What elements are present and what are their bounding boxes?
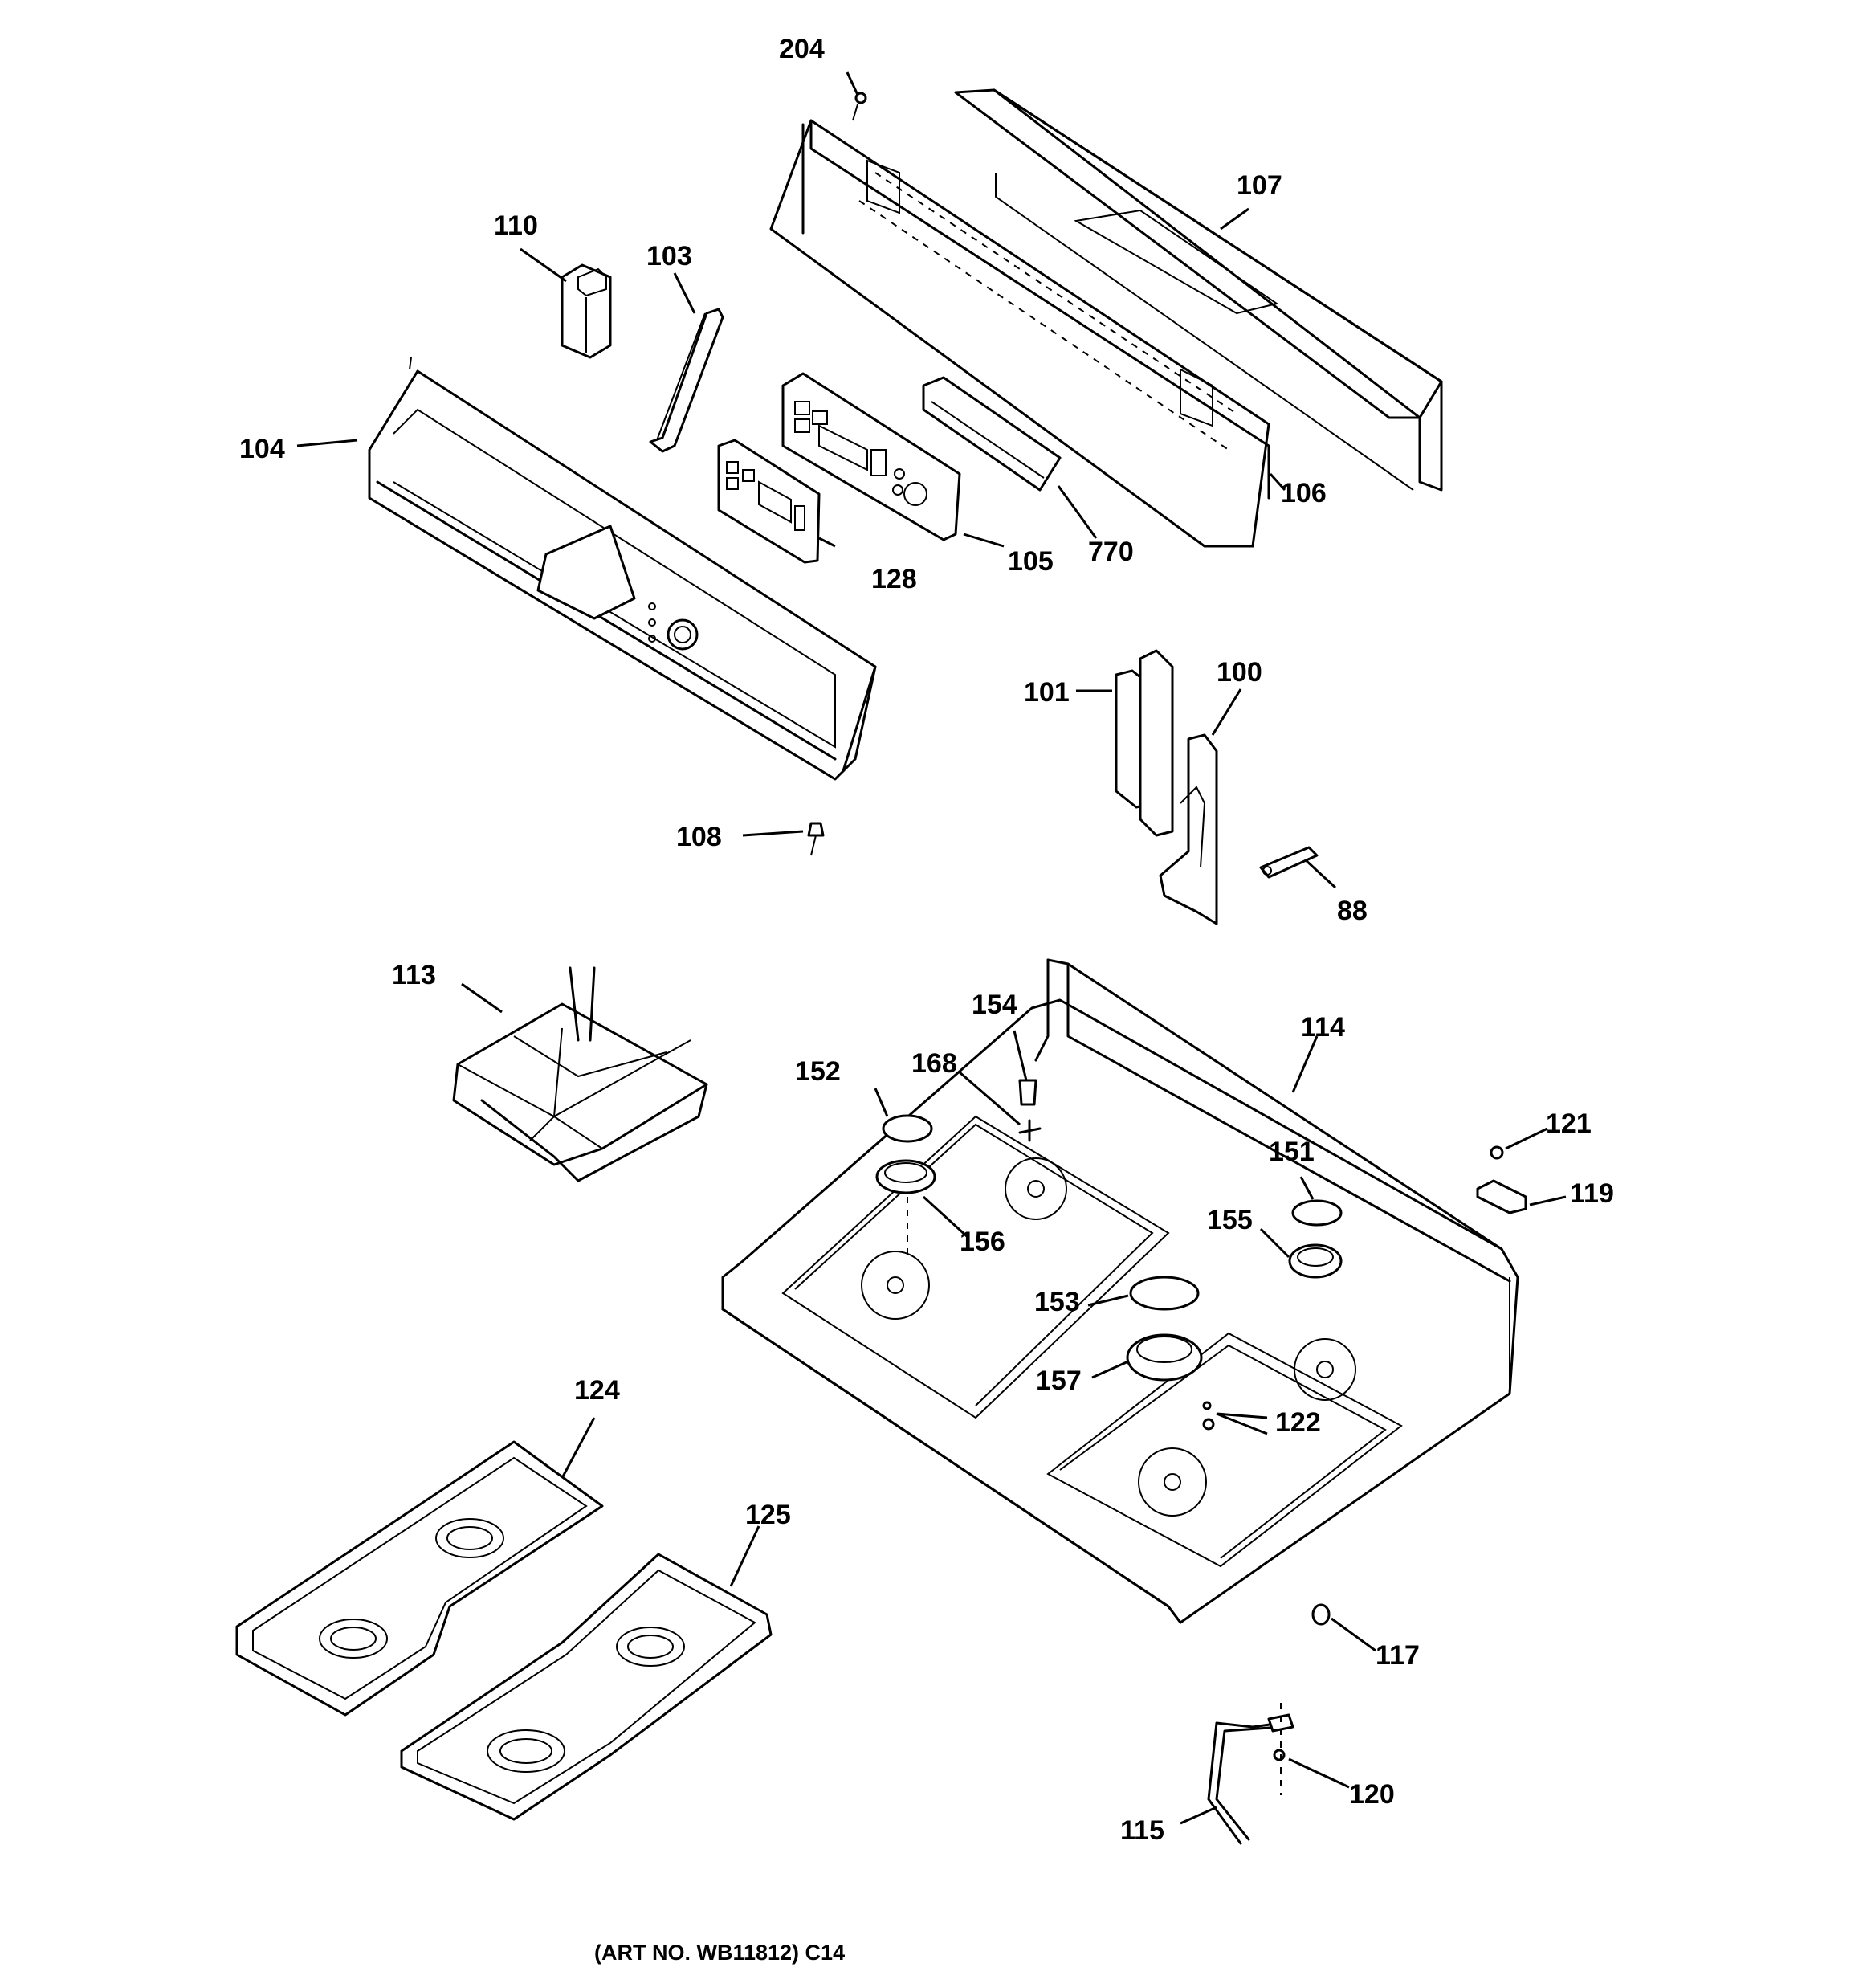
part-122-screws — [1202, 1401, 1215, 1431]
label-101: 101 — [1024, 677, 1070, 708]
label-119: 119 — [1570, 1178, 1614, 1209]
label-88: 88 — [1337, 896, 1368, 926]
label-114: 114 — [1301, 1012, 1345, 1043]
part-101-bracket — [1115, 649, 1174, 837]
part-151-burner-cap — [1291, 1199, 1343, 1227]
label-110: 110 — [494, 210, 538, 241]
label-156: 156 — [960, 1227, 1005, 1257]
label-204: 204 — [779, 34, 825, 64]
label-100: 100 — [1217, 657, 1262, 688]
part-100-side-trim — [1159, 733, 1218, 925]
part-113-grate — [452, 966, 708, 1182]
label-117: 117 — [1376, 1640, 1420, 1671]
leader-lines — [296, 71, 1567, 1825]
label-121: 121 — [1546, 1108, 1592, 1139]
part-119-bracket — [1476, 1179, 1527, 1214]
part-128-keypad — [717, 439, 821, 564]
label-151: 151 — [1269, 1137, 1315, 1167]
label-153: 153 — [1034, 1287, 1080, 1317]
part-107-top-trim — [954, 88, 1443, 492]
part-117-nut — [1311, 1603, 1331, 1626]
part-204-screw — [852, 92, 867, 121]
part-114-cooktop — [721, 958, 1519, 1624]
label-105: 105 — [1008, 546, 1054, 577]
label-155: 155 — [1207, 1205, 1253, 1235]
part-88-clip — [1259, 846, 1319, 879]
label-115: 115 — [1120, 1815, 1164, 1846]
part-154-orifice — [1018, 1079, 1037, 1106]
part-105-control-board — [781, 372, 961, 541]
part-152-burner-cap — [882, 1114, 933, 1143]
part-labels: 204 107 110 103 104 106 128 105 770 101 … — [239, 34, 1614, 1846]
part-120-screw — [1273, 1703, 1286, 1795]
label-128: 128 — [871, 564, 917, 594]
label-157: 157 — [1036, 1365, 1082, 1396]
part-106-backguard-frame — [769, 119, 1270, 548]
part-770-overlay — [922, 376, 1062, 492]
label-125: 125 — [745, 1500, 791, 1530]
art-number-caption: (ART NO. WB11812) C14 — [594, 1941, 845, 1965]
part-155-burner-head — [1288, 1243, 1343, 1279]
label-106: 106 — [1281, 478, 1327, 508]
label-770: 770 — [1088, 537, 1134, 567]
label-104: 104 — [239, 434, 285, 464]
label-122: 122 — [1275, 1407, 1321, 1438]
part-124-drip-pan — [235, 1440, 604, 1717]
part-108-screw — [807, 822, 825, 856]
part-110-switch — [561, 263, 612, 359]
part-156-burner-head — [875, 1159, 936, 1253]
part-157-burner-head — [1126, 1333, 1203, 1382]
label-107: 107 — [1237, 170, 1282, 201]
label-154: 154 — [972, 990, 1017, 1020]
part-104-control-panel — [368, 357, 877, 781]
part-125-drip-pan — [400, 1553, 773, 1821]
part-168-orifice-holder — [1018, 1119, 1042, 1142]
label-124: 124 — [574, 1375, 620, 1406]
part-121-screw — [1490, 1145, 1504, 1160]
label-108: 108 — [676, 822, 722, 852]
label-152: 152 — [795, 1056, 841, 1087]
label-120: 120 — [1349, 1779, 1395, 1810]
label-168: 168 — [911, 1048, 957, 1079]
label-103: 103 — [646, 241, 692, 271]
part-115-rod — [1207, 1713, 1294, 1845]
part-103-bracket — [649, 308, 724, 453]
label-113: 113 — [392, 960, 436, 990]
part-153-burner-cap — [1129, 1276, 1200, 1311]
